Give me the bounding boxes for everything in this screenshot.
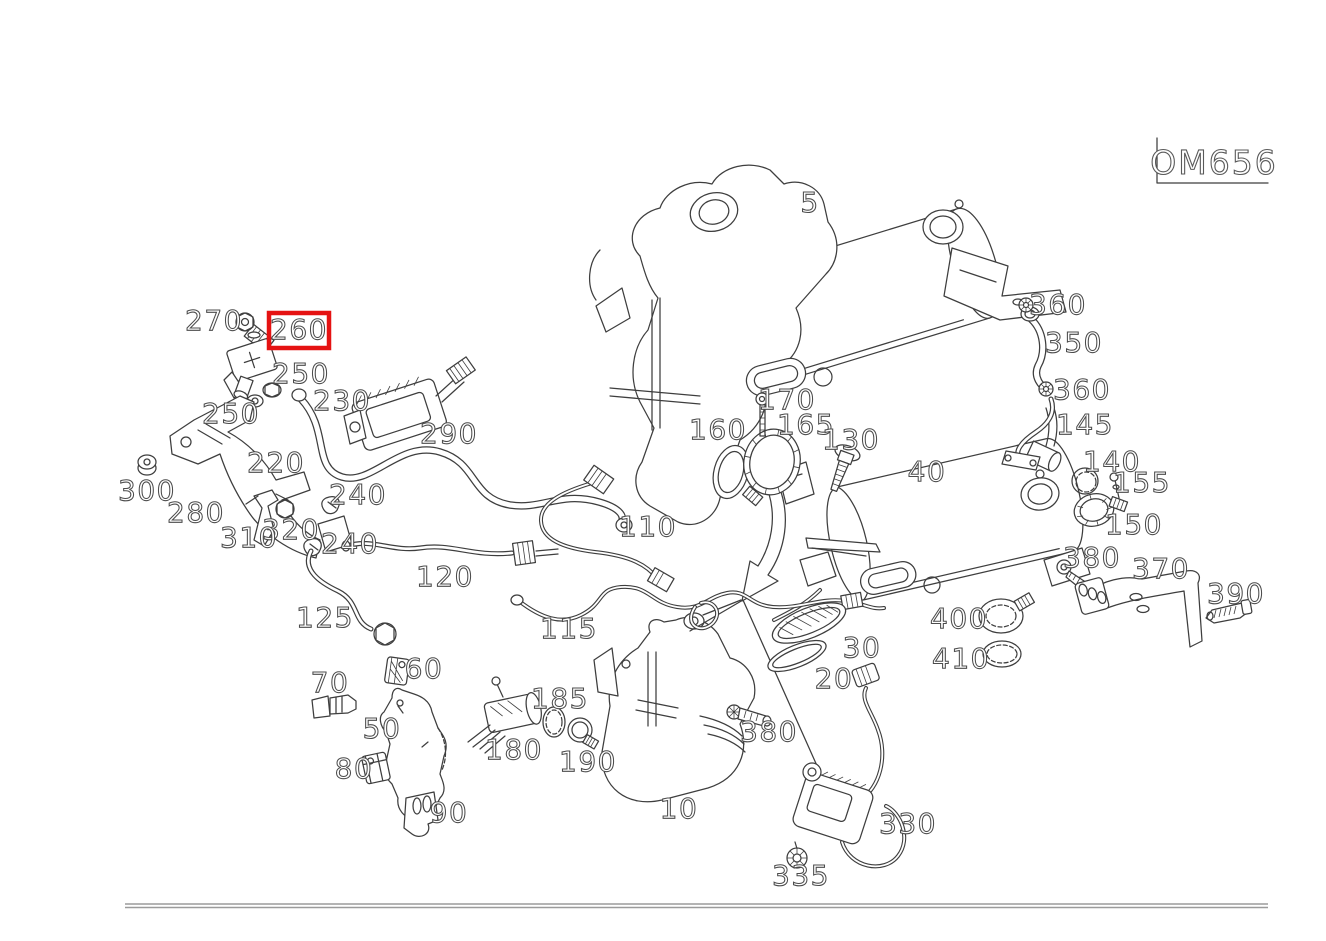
part-370-bracket: [1074, 569, 1203, 648]
part-label-240[interactable]: 240: [328, 477, 387, 511]
part-label-190[interactable]: 190: [558, 744, 617, 778]
part-190-clamp: [567, 717, 600, 750]
part-330-nox-module: [792, 662, 907, 869]
part-400-clamp: [978, 592, 1036, 634]
part-60-clip: [384, 656, 410, 686]
part-label-120[interactable]: 120: [415, 559, 474, 593]
part-335-grommet: [786, 841, 808, 869]
part-165-clamp: [742, 428, 801, 507]
part-170-bolt: [755, 392, 769, 437]
part-50-heat-shield: [379, 687, 447, 826]
turbo-ring: [689, 191, 739, 233]
part-label-250[interactable]: 250: [271, 356, 330, 390]
part-label-390[interactable]: 390: [1206, 576, 1265, 610]
part-label-50[interactable]: 50: [362, 711, 402, 745]
part-label-230[interactable]: 230: [312, 383, 371, 417]
part-label-260-highlighted[interactable]: 260: [269, 312, 328, 346]
part-label-20[interactable]: 20: [814, 661, 854, 695]
footer-divider: [125, 903, 1268, 909]
part-label-310[interactable]: 310: [219, 520, 278, 554]
part-label-330[interactable]: 330: [878, 806, 937, 840]
part-label-360[interactable]: 360: [1052, 372, 1111, 406]
part-80-clip: [361, 751, 391, 785]
part-185-gasket: [542, 706, 566, 738]
part-label-290[interactable]: 290: [419, 416, 478, 450]
part-360-clamp-top: [1018, 297, 1034, 313]
part-150-clamp: [1073, 493, 1129, 527]
part-label-300[interactable]: 300: [117, 473, 176, 507]
part-label-160[interactable]: 160: [688, 412, 747, 446]
pipe-120: [341, 540, 559, 566]
engine-code-box: OM656: [1150, 137, 1277, 184]
part-label-130[interactable]: 130: [821, 422, 880, 456]
part-label-280[interactable]: 280: [166, 495, 225, 529]
part-label-380[interactable]: 380: [1062, 540, 1121, 574]
part-160-gasket: [712, 444, 750, 500]
part-label-220[interactable]: 220: [246, 445, 305, 479]
hose-220-230: [291, 388, 633, 533]
part-label-145[interactable]: 145: [1055, 407, 1114, 441]
part-label-240[interactable]: 240: [320, 526, 379, 560]
part-label-125[interactable]: 125: [295, 600, 354, 634]
part-label-5[interactable]: 5: [800, 185, 819, 219]
part-label-10[interactable]: 10: [659, 791, 699, 825]
part-label-150[interactable]: 150: [1104, 507, 1163, 541]
part-410-gasket: [982, 640, 1022, 668]
part-290-bracket: [343, 356, 476, 451]
part-label-115[interactable]: 115: [539, 611, 598, 645]
part-label-60[interactable]: 60: [404, 651, 444, 685]
part-label-360[interactable]: 360: [1028, 287, 1087, 321]
part-20-gasket: [767, 639, 827, 673]
engine-code: OM656: [1150, 143, 1277, 182]
part-155-bolt: [1109, 472, 1120, 499]
part-label-380[interactable]: 380: [739, 714, 798, 748]
part-40-scr-assembly: [772, 407, 1091, 622]
part-130-screw: [830, 444, 861, 493]
part-label-370[interactable]: 370: [1131, 551, 1190, 585]
pointer-arrow: [741, 488, 786, 602]
part-label-270[interactable]: 270: [184, 303, 243, 337]
part-300-washer: [137, 454, 157, 476]
part-270-nut: [235, 312, 261, 339]
part-label-110[interactable]: 110: [618, 509, 677, 543]
part-label-30[interactable]: 30: [842, 630, 882, 664]
part-90-bracket: [403, 791, 439, 837]
part-label-40[interactable]: 40: [907, 454, 947, 488]
part-label-320[interactable]: 320: [261, 512, 320, 546]
part-label-170[interactable]: 170: [757, 382, 816, 416]
part-70-sensor: [311, 694, 357, 719]
part-10-downpipe: [593, 599, 756, 803]
sensor-line-110: [539, 464, 675, 593]
part-label-70[interactable]: 70: [310, 665, 350, 699]
part-label-165[interactable]: 165: [776, 407, 835, 441]
inlet-ring: [1020, 477, 1060, 511]
part-5-dpf-assembly: [589, 164, 1067, 526]
part-label-410[interactable]: 410: [931, 641, 990, 675]
part-label-400[interactable]: 400: [929, 601, 988, 635]
part-label-90[interactable]: 90: [429, 795, 469, 829]
pipe-125: [305, 548, 397, 646]
part-label-80[interactable]: 80: [334, 751, 374, 785]
part-380-bolt-left: [726, 704, 772, 727]
part-label-185[interactable]: 185: [530, 681, 589, 715]
part-label-140[interactable]: 140: [1082, 444, 1141, 478]
part-label-250[interactable]: 250: [201, 396, 260, 430]
part-label-155[interactable]: 155: [1112, 465, 1171, 499]
part-label-335[interactable]: 335: [771, 858, 830, 892]
outlet-ring: [922, 199, 964, 245]
part-label-180[interactable]: 180: [484, 732, 543, 766]
part-320-nut: [275, 499, 295, 519]
highlight-box: [266, 310, 332, 351]
part-180-pipe-stub: [467, 676, 542, 754]
part-310-bracket: [245, 489, 289, 547]
part-390-screw: [1205, 598, 1253, 624]
part-label-350[interactable]: 350: [1044, 325, 1103, 359]
part-30-matting: [771, 602, 847, 644]
pipe-145: [1001, 396, 1055, 471]
part-360-clamp-bottom: [1038, 381, 1054, 397]
pipe-115: [510, 584, 886, 631]
part-140-gasket: [1071, 467, 1099, 495]
